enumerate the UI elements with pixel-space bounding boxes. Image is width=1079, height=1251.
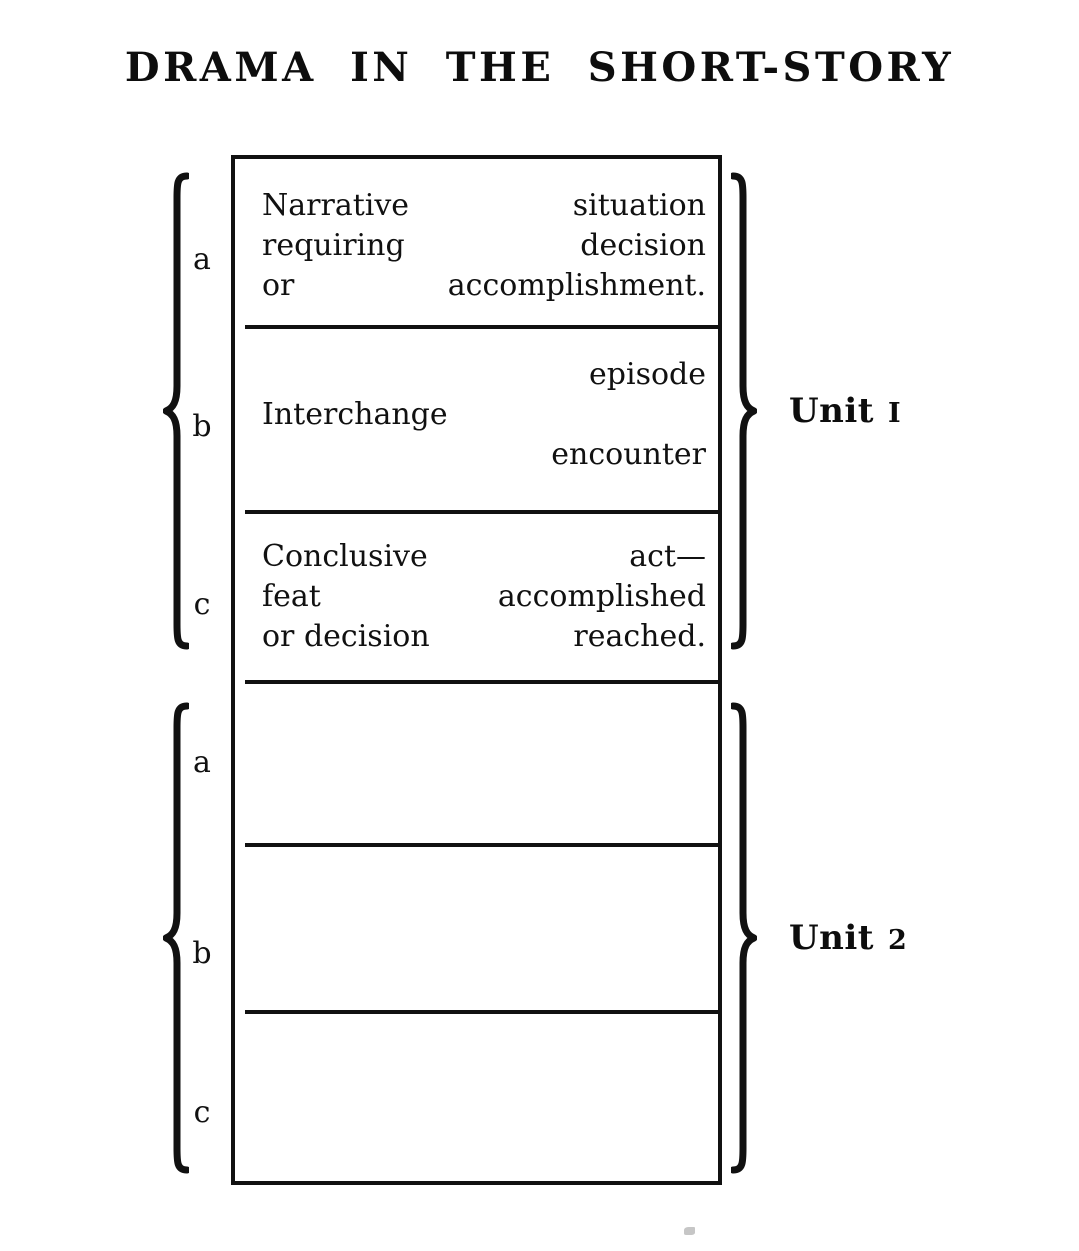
line-word: feat [262, 579, 321, 614]
row-line: Interchange [262, 397, 448, 432]
line-word: accomplished [497, 579, 706, 614]
line-word: Conclusive [262, 539, 428, 574]
line-word: situation [572, 188, 706, 223]
row-line: requiring decision [262, 226, 706, 266]
row-label-unit1-c: c [193, 587, 211, 622]
row-label-unit2-b: b [192, 936, 212, 971]
unit-caption-word: Unit [789, 918, 874, 958]
row-text-unit2-b [262, 860, 706, 1005]
row-label-unit2-c: c [193, 1095, 211, 1130]
row-line: encounter [551, 437, 706, 472]
line-word: Narrative [262, 188, 410, 223]
right-brace-unit-1 [731, 172, 757, 650]
unit-caption-number: I [888, 398, 902, 429]
row-label-unit2-a: a [193, 745, 211, 780]
line-word: reached. [573, 619, 706, 654]
row-label-unit1-b: b [192, 409, 212, 444]
row-divider-unit2-a-b [245, 843, 718, 847]
scan-artifact-speck [684, 1227, 695, 1235]
row-text-unit1-b: episode Interchange encounter [262, 355, 706, 475]
row-divider-unit1-a-b [245, 325, 718, 329]
row-divider-unit1-b-c [245, 510, 718, 514]
right-brace-unit-2 [731, 702, 757, 1174]
left-brace-unit-2 [163, 702, 189, 1174]
row-line: Conclusive act— [262, 537, 706, 577]
unit-caption-2: Unit 2 [789, 921, 907, 958]
line-word: accomplishment. [447, 268, 706, 303]
row-text-unit2-c [262, 1030, 706, 1175]
row-text-unit1-a: Narrative situation requiring decision o… [262, 186, 706, 306]
row-line: Narrative situation [262, 186, 706, 226]
line-word: or decision [262, 619, 430, 654]
line-word: requiring [262, 228, 405, 263]
row-divider-unit2-b-c [245, 1010, 718, 1014]
row-line: or decision reached. [262, 617, 706, 657]
page-title: DRAMA IN THE SHORT-STORY [124, 44, 955, 91]
line-word: decision [580, 228, 706, 263]
row-divider-unit1-unit2 [245, 680, 718, 684]
line-word: or [262, 268, 295, 303]
row-text-unit2-a [262, 700, 706, 840]
row-text-unit1-c: Conclusive act— feat accomplished or dec… [262, 537, 706, 657]
left-brace-unit-1 [163, 172, 189, 650]
line-word: act— [629, 539, 706, 574]
row-line: or accomplishment. [262, 266, 706, 306]
row-line: feat accomplished [262, 577, 706, 617]
unit-caption-word: Unit [789, 391, 874, 431]
row-label-unit1-a: a [193, 242, 211, 277]
unit-caption-number: 2 [888, 925, 908, 956]
row-line: episode [589, 357, 706, 392]
unit-caption-1: Unit I [789, 394, 901, 431]
